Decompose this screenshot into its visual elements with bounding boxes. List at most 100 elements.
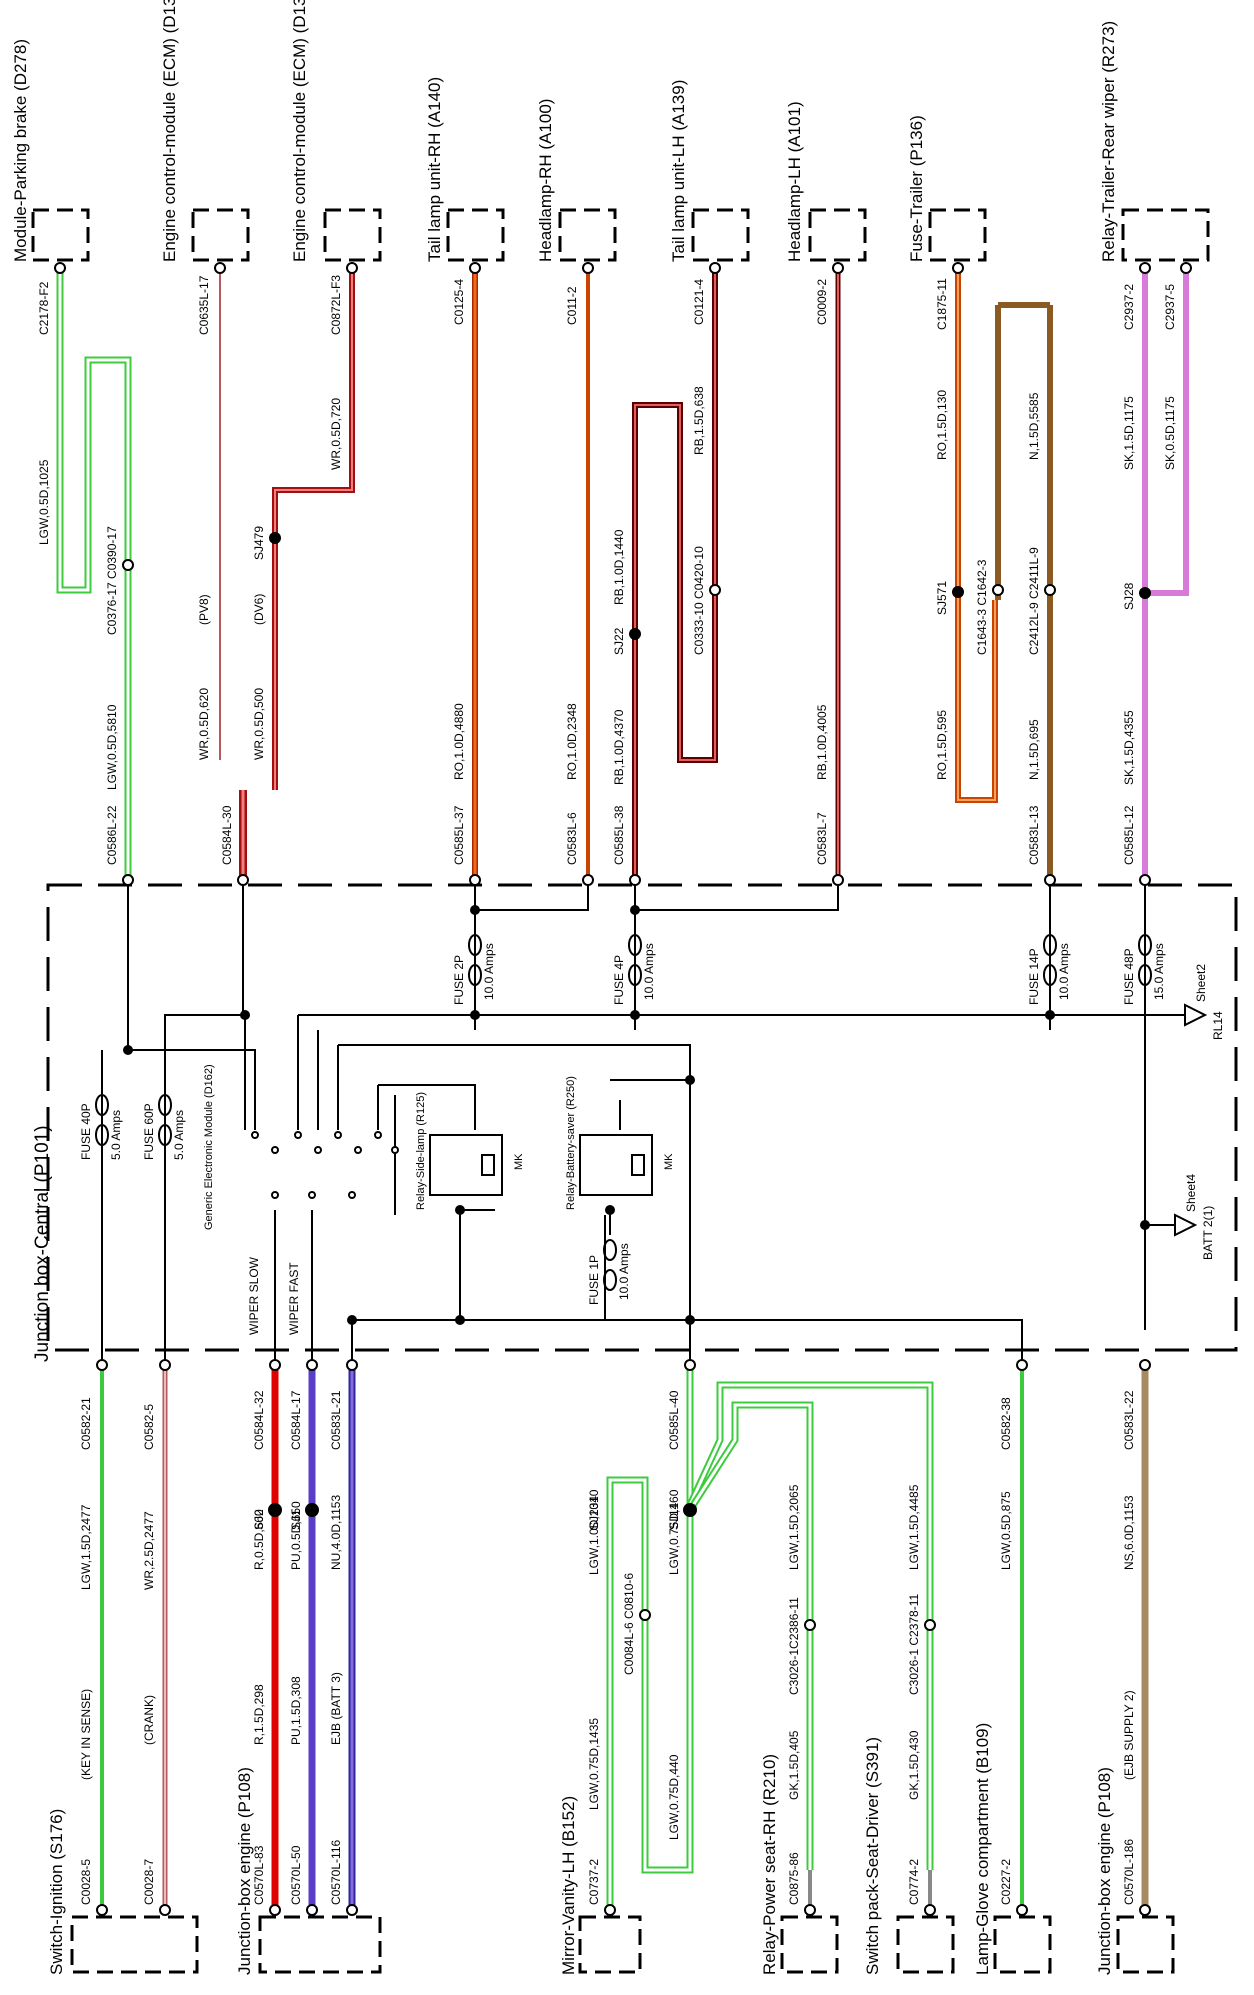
svg-text:RB,1.5D,638: RB,1.5D,638 [692,386,706,455]
comp-label-lamp-glove: Lamp-Glove compartment (B109) [973,1723,992,1975]
comp-label-ecm-2: Engine control-module (ECM) (D131) [290,0,309,262]
svg-text:C0570L-186: C0570L-186 [1122,1839,1136,1905]
comp-box-relay-trailer [1121,208,1210,262]
svg-text:WR,0.5D,620: WR,0.5D,620 [197,688,211,760]
comp-box-switch-ignition [70,1915,199,1974]
svg-text:C0585L-40: C0585L-40 [667,1390,681,1450]
fuse-1p-symbol [603,1239,617,1261]
fuse-2p-symbol [468,934,482,956]
svg-text:R,1.5D,298: R,1.5D,298 [252,1684,266,1745]
svg-text:SK,0.5D,1175: SK,0.5D,1175 [1163,396,1177,470]
wire-t3-wr [272,268,355,790]
svg-text:SJ14: SJ14 [667,1502,681,1530]
svg-text:C0584L-17: C0584L-17 [289,1390,303,1450]
svg-text:LGW,0.5D,1025: LGW,0.5D,1025 [37,459,51,545]
svg-text:C0586L-22: C0586L-22 [105,805,119,865]
comp-box-tail-lh [691,208,750,262]
svg-text:FUSE 48P: FUSE 48P [1122,948,1136,1005]
splice-sj28 [1139,587,1151,599]
svg-text:C0121-4: C0121-4 [692,279,706,325]
svg-text:C011-2: C011-2 [565,286,579,325]
svg-text:SJ234: SJ234 [587,1496,601,1530]
svg-text:C0376-17 C0390-17: C0376-17 C0390-17 [105,526,119,635]
sheet2-arrow [1184,1003,1208,1027]
svg-text:C0635L-17: C0635L-17 [197,275,211,335]
svg-text:C0582-5: C0582-5 [142,1404,156,1450]
svg-text:N,1.5D,5585: N,1.5D,5585 [1027,392,1041,460]
svg-text:RO,1.5D,595: RO,1.5D,595 [935,710,949,780]
comp-box-parking-brake [31,208,90,262]
svg-text:C0570L-116: C0570L-116 [329,1840,343,1905]
svg-text:LGW,1.5D,2477: LGW,1.5D,2477 [79,1504,93,1590]
fuse-14p-symbol [1043,934,1057,956]
comp-label-mirror-vanity: Mirror-Vanity-LH (B152) [559,1796,578,1975]
svg-text:RO,1.5D,130: RO,1.5D,130 [935,390,949,460]
svg-text:RB,1.0D,1440: RB,1.0D,1440 [612,529,626,605]
svg-text:C0583L-21: C0583L-21 [329,1390,343,1450]
svg-text:RB,1.0D,4005: RB,1.0D,4005 [815,704,829,780]
comp-box-headlamp-lh [808,208,867,262]
comp-label-headlamp-rh: Headlamp-RH (A100) [536,99,555,262]
svg-text:FUSE 1P: FUSE 1P [587,1255,601,1305]
svg-text:Sheet4: Sheet4 [1184,1174,1198,1212]
fuse-48p-symbol [1138,934,1152,956]
svg-text:LGW,1.5D,2065: LGW,1.5D,2065 [787,1484,801,1570]
comp-box-jb-engine-1 [258,1915,382,1974]
svg-text:FUSE 60P: FUSE 60P [142,1103,156,1160]
wire-t8-brown [998,302,1053,880]
svg-text:10.0 Amps: 10.0 Amps [642,943,656,1000]
comp-label-switch-pack: Switch pack-Seat-Driver (S391) [863,1737,882,1975]
svg-text:C2937-2: C2937-2 [1122,284,1136,330]
svg-text:C0872L-F3: C0872L-F3 [329,275,343,335]
splice-sj2 [268,1503,282,1517]
svg-text:C2412L-9 C2411L-9: C2412L-9 C2411L-9 [1027,547,1041,655]
bottom-wires [100,1365,1149,1910]
svg-text:LGW,0.75D,440: LGW,0.75D,440 [667,1754,681,1840]
svg-text:5.0 Amps: 5.0 Amps [109,1110,123,1160]
svg-text:PU,0.5D,650: PU,0.5D,650 [289,1501,303,1570]
svg-text:15.0 Amps: 15.0 Amps [1152,943,1166,1000]
svg-text:(KEY IN SENSE): (KEY IN SENSE) [79,1689,93,1780]
comp-label-switch-ignition: Switch-Ignition (S176) [47,1809,66,1975]
svg-text:SJ571: SJ571 [935,581,949,615]
splice-sj14 [683,1503,697,1517]
svg-text:C0774-2: C0774-2 [907,1859,921,1905]
svg-text:C0009-2: C0009-2 [815,279,829,325]
comp-box-fuse-trailer [928,208,987,262]
connector-labels: C2178-F2 C0635L-17 C0872L-F3 C0125-4 C01… [37,275,1177,1905]
svg-text:10.0 Amps: 10.0 Amps [617,1243,631,1300]
svg-text:C2178-F2: C2178-F2 [37,281,51,335]
svg-text:(PV8): (PV8) [197,594,211,625]
svg-text:SJ1: SJ1 [289,1509,303,1530]
svg-text:SJ479: SJ479 [252,526,266,560]
svg-text:FUSE 14P: FUSE 14P [1027,948,1041,1005]
svg-text:10.0 Amps: 10.0 Amps [1057,943,1071,1000]
svg-text:5.0 Amps: 5.0 Amps [172,1110,186,1160]
svg-text:PU,1.5D,308: PU,1.5D,308 [289,1676,303,1745]
fuse-labels: FUSE 2P 10.0 Amps FUSE 4P 10.0 Amps FUSE… [79,943,1166,1305]
junction-box-outline [46,883,1238,1352]
svg-text:RB,1.0D,4370: RB,1.0D,4370 [612,709,626,785]
svg-text:SJ2: SJ2 [252,1509,266,1530]
svg-text:LGW,1.0D,1010: LGW,1.0D,1010 [587,1489,601,1575]
svg-text:(EJB SUPPLY 2): (EJB SUPPLY 2) [1122,1690,1136,1780]
top-component-boxes [31,208,1210,262]
svg-text:C0583L-7: C0583L-7 [815,812,829,865]
svg-text:FUSE 4P: FUSE 4P [612,955,626,1005]
relay-side-lamp-box [429,1134,503,1196]
sheet4-arrow [1174,1213,1198,1237]
gem-label: Generic Electronic Module (D162) [203,1064,215,1230]
svg-text:C0585L-12: C0585L-12 [1122,805,1136,865]
wiper-fast-label: WIPER FAST [287,1262,301,1335]
svg-text:LGW,0.75D,160: LGW,0.75D,160 [667,1489,681,1575]
relay-battery-saver-box [579,1134,653,1196]
comp-box-headlamp-rh [558,208,617,262]
svg-text:C0582-21: C0582-21 [79,1397,93,1450]
svg-text:FUSE 40P: FUSE 40P [79,1103,93,1160]
comp-box-jb-engine-2 [1116,1915,1175,1974]
top-wires [56,268,1189,880]
splice-sj479 [269,532,281,544]
svg-text:C0570L-83: C0570L-83 [252,1845,266,1905]
comp-label-jb-engine-2: Junction-box engine (P108) [1095,1767,1114,1975]
svg-text:C0583L-13: C0583L-13 [1027,805,1041,865]
